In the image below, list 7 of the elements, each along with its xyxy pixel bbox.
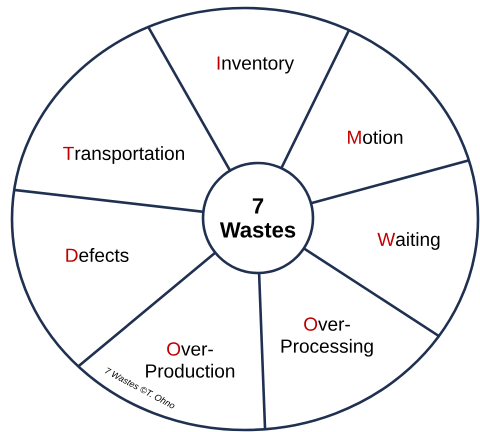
segment-label: Inventory <box>218 56 294 74</box>
segment-label: Motion <box>348 130 402 144</box>
segment-label: Over- Production <box>146 342 234 378</box>
segment-label: Transportation <box>63 146 184 164</box>
segment-label: Over- Processing <box>282 317 373 357</box>
segment-label: Waiting <box>377 232 440 250</box>
segment-label: Defects <box>66 248 129 262</box>
